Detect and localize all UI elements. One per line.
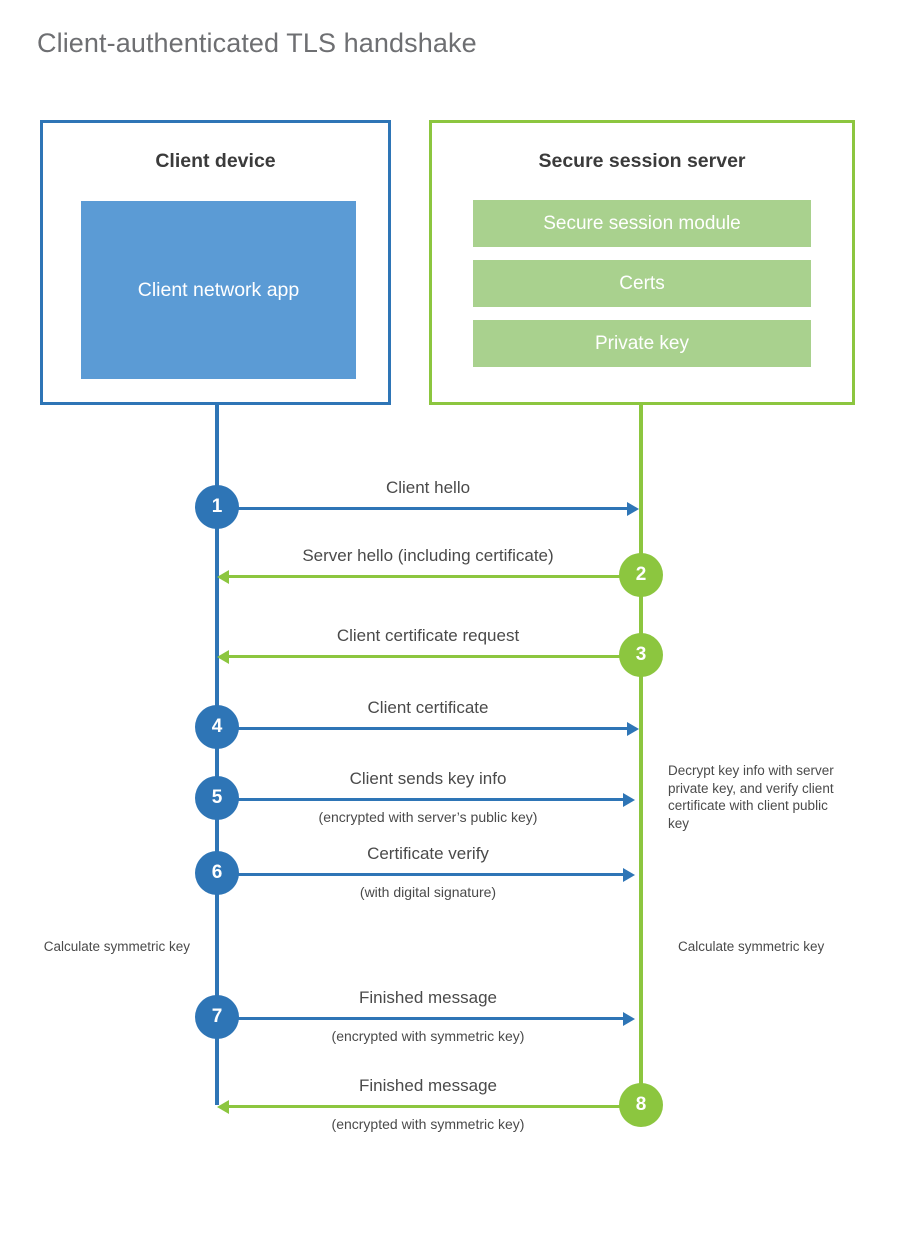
arrow-head-7 [623,1011,635,1026]
page-title: Client-authenticated TLS handshake [37,28,477,58]
server-decrypt-note: Decrypt key info with server private key… [668,763,834,831]
arrow-head-6 [623,867,635,882]
arrow-head-1 [627,501,639,516]
client-device-title: Client device [155,150,276,172]
step-circle-4[interactable]: 4 [195,705,239,749]
step-circle-2[interactable]: 2 [619,553,663,597]
message-sublabel-6: (with digital signature) [359,884,497,900]
message-label-2: Server hello (including certificate) [302,546,554,565]
arrow-line-3 [229,655,641,658]
arrow-line-2 [229,575,641,578]
message-label-7: Finished message [359,988,497,1007]
step-circle-5[interactable]: 5 [195,776,239,820]
secure-session-server-title: Secure session server [538,150,746,172]
arrow-head-5 [623,792,635,807]
message-label-3: Client certificate request [336,626,520,645]
server-calculate-symmetric-key-note: Calculate symmetric key [678,939,825,954]
arrow-line-6 [217,873,623,876]
message-sublabel-7: (encrypted with symmetric key) [331,1028,525,1044]
arrow-head-3 [217,649,229,664]
client-lifeline [215,403,219,1105]
server-lifeline [639,403,643,1105]
message-label-6: Certificate verify [367,844,489,863]
message-label-5: Client sends key info [349,769,507,788]
arrow-line-7 [217,1017,623,1020]
client-calculate-symmetric-key-note: Calculate symmetric key [43,939,190,954]
message-label-1: Client hello [385,478,471,497]
secure-session-server-box: Secure session server Secure session mod… [429,120,855,405]
client-device-box: Client device Client network app [40,120,391,405]
step-circle-6[interactable]: 6 [195,851,239,895]
message-sublabel-8: (encrypted with symmetric key) [331,1116,525,1132]
step-circle-1[interactable]: 1 [195,485,239,529]
arrow-head-2 [217,569,229,584]
step-circle-8[interactable]: 8 [619,1083,663,1127]
step-circle-7[interactable]: 7 [195,995,239,1039]
server-component-stack: Secure session module Certs Private key [473,200,811,380]
arrow-line-1 [217,507,627,510]
message-label-8: Finished message [359,1076,497,1095]
arrow-line-5 [217,798,623,801]
message-sublabel-5: (encrypted with server’s public key) [318,809,538,825]
server-item-certs: Certs [473,260,811,307]
arrow-head-4 [627,721,639,736]
server-item-private-key: Private key [473,320,811,367]
message-label-4: Client certificate [367,698,489,717]
arrow-head-8 [217,1099,229,1114]
step-circle-3[interactable]: 3 [619,633,663,677]
arrow-line-4 [217,727,627,730]
server-item-secure-session-module: Secure session module [473,200,811,247]
arrow-line-8 [229,1105,641,1108]
client-network-app-block: Client network app [81,201,356,379]
